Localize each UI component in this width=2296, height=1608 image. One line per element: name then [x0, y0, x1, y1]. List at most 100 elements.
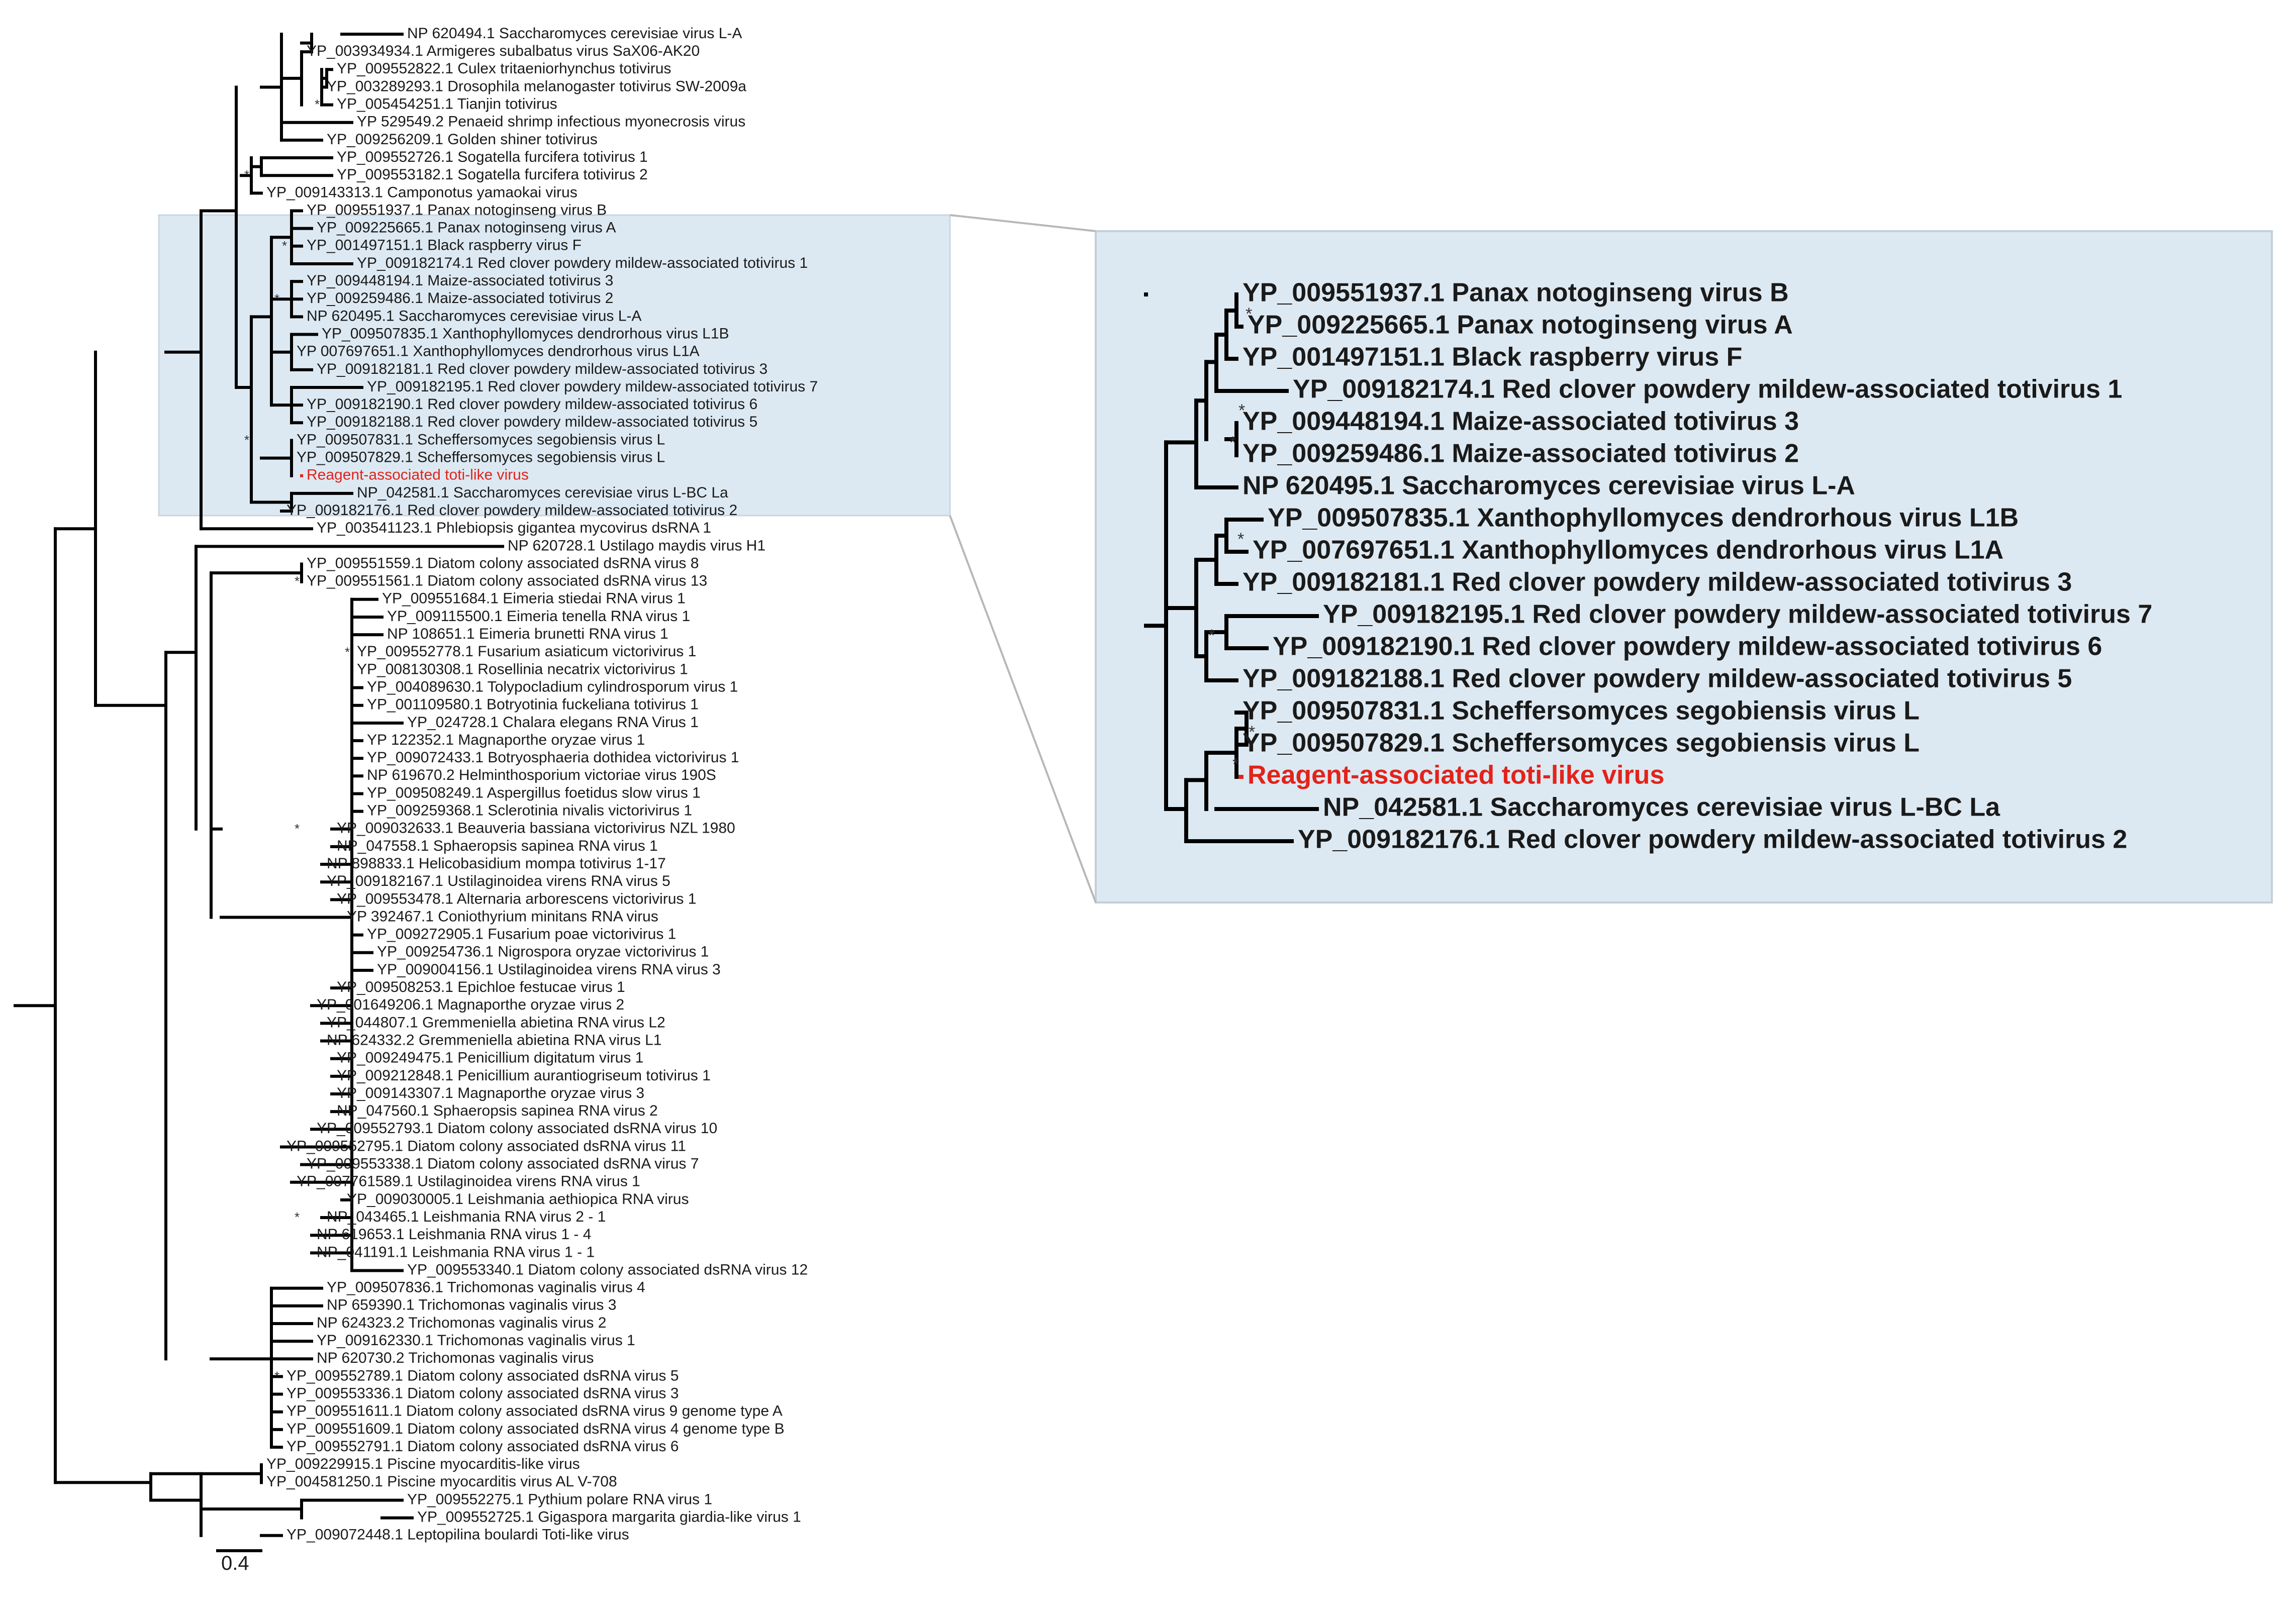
main-tree-leaves: NP 620494.1 Saccharomyces cerevisiae vir…: [266, 25, 818, 1543]
leaf-label: YP_009182188.1 Red clover powdery mildew…: [307, 414, 757, 430]
support-marker: *: [274, 1368, 279, 1383]
leaf-label: YP_009507829.1 Scheffersomyces segobiens…: [297, 449, 665, 466]
inset-leaf-label: YP_009507835.1 Xanthophyllomyces dendror…: [1268, 504, 2019, 533]
inset-leaf-label: YP_009182181.1 Red clover powdery mildew…: [1242, 568, 2072, 597]
leaf-label: YP_009553338.1 Diatom colony associated …: [307, 1156, 699, 1172]
inset-leaf-label: YP_009182190.1 Red clover powdery mildew…: [1273, 632, 2102, 661]
highlighted-inset-leaf-label: Reagent-associated toti-like virus: [1248, 761, 1664, 790]
support-marker: *: [282, 238, 287, 253]
leaf-label: YP_003934934.1 Armigeres subalbatus viru…: [307, 43, 700, 59]
inset-support-marker: *: [1246, 305, 1252, 324]
inset-leaf-label: YP_009182174.1 Red clover powdery mildew…: [1293, 375, 2122, 404]
support-marker: *: [244, 432, 249, 447]
inset-leaf-label: YP_009507831.1 Scheffersomyces segobiens…: [1242, 696, 1920, 726]
leaf-label: YP_009143313.1 Camponotus yamaokai virus: [266, 184, 578, 200]
leaf-label: YP_008130308.1 Rosellinia necatrix victo…: [357, 661, 688, 677]
leaf-label: NP_047560.1 Sphaeropsis sapinea RNA viru…: [337, 1102, 658, 1119]
main-tree-branches: **********: [14, 33, 504, 1537]
leaf-label: YP_009551684.1 Eimeria stiedai RNA virus…: [382, 590, 686, 607]
leaf-label: YP_009551937.1 Panax notoginseng virus B: [307, 202, 607, 218]
support-marker: *: [295, 821, 300, 836]
leaf-label: NP 898833.1 Helicobasidium mompa totivir…: [327, 855, 666, 872]
leaf-label: NP 108651.1 Eimeria brunetti RNA virus 1: [387, 626, 668, 642]
leaf-label: YP_009182190.1 Red clover powdery mildew…: [307, 396, 757, 413]
leaf-label: YP_009552726.1 Sogatella furcifera totiv…: [337, 149, 648, 165]
leaf-label: YP_009552778.1 Fusarium asiaticum victor…: [357, 643, 696, 660]
inset-support-marker: *: [1249, 723, 1255, 742]
inset-leaf-label: NP_042581.1 Saccharomyces cerevisiae vir…: [1323, 793, 2000, 822]
support-marker: *: [274, 291, 279, 306]
leaf-label: YP_009552795.1 Diatom colony associated …: [286, 1138, 686, 1154]
leaf-label: NP 620730.2 Trichomonas vaginalis virus: [317, 1350, 594, 1366]
highlighted-leaf-label: Reagent-associated toti-like virus: [307, 467, 529, 483]
leaf-label: NP 624332.2 Gremmeniella abietina RNA vi…: [327, 1032, 661, 1048]
inset-support-marker: *: [1237, 530, 1244, 549]
inset-support-marker: *: [1232, 755, 1239, 774]
leaf-label: YP_024728.1 Chalara elegans RNA Virus 1: [407, 714, 699, 731]
leaf-label: YP_009182181.1 Red clover powdery mildew…: [317, 361, 768, 377]
leaf-label: YP_004581250.1 Piscine myocarditis virus…: [266, 1473, 617, 1490]
inset-panel: [1095, 230, 2273, 903]
leaf-label: YP_009212848.1 Penicillium aurantiogrise…: [337, 1067, 711, 1084]
leaf-label: YP_009225665.1 Panax notoginseng virus A: [317, 220, 616, 236]
zoom-connector-bottom: [949, 515, 1097, 903]
inset-leaf-label: YP_009448194.1 Maize-associated totiviru…: [1242, 407, 1799, 436]
leaf-label: YP_009254736.1 Nigrospora oryzae victori…: [377, 944, 709, 960]
leaf-label: YP_004089630.1 Tolypocladium cylindrospo…: [367, 678, 738, 695]
scale-bar-label: 0.4: [221, 1552, 249, 1574]
leaf-label: YP_009553336.1 Diatom colony associated …: [286, 1385, 679, 1401]
leaf-label: YP_009256209.1 Golden shiner totivirus: [327, 131, 598, 148]
leaf-label: NP 624323.2 Trichomonas vaginalis virus …: [317, 1315, 606, 1331]
support-marker: *: [345, 644, 350, 659]
leaf-label: YP_009032633.1 Beauveria bassiana victor…: [337, 820, 735, 837]
leaf-label: YP_009448194.1 Maize-associated totiviru…: [307, 272, 613, 289]
leaf-label: YP_009004156.1 Ustilaginoidea virens RNA…: [377, 961, 721, 978]
leaf-label: NP 619670.2 Helminthosporium victoriae v…: [367, 767, 716, 783]
leaf-label: NP 619653.1 Leishmania RNA virus 1 - 4: [317, 1226, 591, 1243]
inset-leaf-label: YP_007697651.1 Xanthophyllomyces dendror…: [1253, 536, 2003, 565]
leaf-label: YP_009072448.1 Leptopilina boulardi Toti…: [286, 1527, 629, 1543]
leaf-label: YP_009182195.1 Red clover powdery mildew…: [367, 378, 818, 395]
leaf-label: YP_009507836.1 Trichomonas vaginalis vir…: [327, 1279, 645, 1296]
inset-leaf-label: YP_009182188.1 Red clover powdery mildew…: [1242, 664, 2072, 693]
inset-leaf-label: YP_009182195.1 Red clover powdery mildew…: [1323, 600, 2152, 629]
inset-leaf-label: YP_009225665.1 Panax notoginseng virus A: [1248, 311, 1793, 340]
leaf-label: YP_009182174.1 Red clover powdery mildew…: [357, 255, 808, 271]
leaf-label: YP 122352.1 Magnaporthe oryzae virus 1: [367, 732, 645, 748]
leaf-label: YP_009552791.1 Diatom colony associated …: [286, 1438, 679, 1455]
zoom-connector-top: [949, 214, 1096, 232]
inset-tree-branches: *******: [1144, 292, 1319, 843]
leaf-label: YP_009115500.1 Eimeria tenella RNA virus…: [387, 608, 690, 625]
leaf-label: YP_009551611.1 Diatom colony associated …: [286, 1403, 783, 1420]
leaf-label: YP_009551559.1 Diatom colony associated …: [307, 555, 699, 571]
support-marker: *: [295, 574, 300, 589]
leaf-label: YP_009553340.1 Diatom colony associated …: [407, 1261, 808, 1278]
support-marker: *: [315, 97, 320, 112]
leaf-label: YP_009551561.1 Diatom colony associated …: [307, 573, 707, 589]
leaf-label: YP_009229915.1 Piscine myocarditis-like …: [266, 1456, 580, 1472]
leaf-label: YP_044807.1 Gremmeniella abietina RNA vi…: [327, 1014, 665, 1031]
leaf-label: YP_007761589.1 Ustilaginoidea virens RNA…: [297, 1173, 640, 1190]
leaf-label: NP 620495.1 Saccharomyces cerevisiae vir…: [307, 308, 641, 324]
inset-leaf-label: NP 620495.1 Saccharomyces cerevisiae vir…: [1242, 471, 1855, 500]
leaf-label: YP_001497151.1 Black raspberry virus F: [307, 237, 582, 254]
leaf-label: YP_009552789.1 Diatom colony associated …: [286, 1367, 679, 1384]
leaf-label: YP_009553182.1 Sogatella furcifera totiv…: [337, 166, 648, 183]
inset-leaf-label: YP_009259486.1 Maize-associated totiviru…: [1242, 439, 1799, 468]
inset-support-marker: *: [1208, 626, 1215, 645]
inset-leaf-label: YP_009507829.1 Scheffersomyces segobiens…: [1242, 729, 1920, 758]
leaf-label: YP_003541123.1 Phlebiopsis gigantea myco…: [317, 520, 711, 536]
support-marker: *: [295, 1210, 300, 1225]
leaf-label: YP_009162330.1 Trichomonas vaginalis vir…: [317, 1332, 635, 1349]
leaf-label: YP_009259368.1 Sclerotinia nivalis victo…: [367, 802, 692, 819]
leaf-label: YP_009030005.1 Leishmania aethiopica RNA…: [347, 1191, 689, 1208]
leaf-label: NP_042581.1 Saccharomyces cerevisiae vir…: [357, 484, 728, 501]
leaf-label: YP_009507835.1 Xanthophyllomyces dendror…: [322, 325, 729, 342]
inset-leaf-label: YP_009551937.1 Panax notoginseng virus B: [1242, 278, 1789, 308]
leaf-label: YP_009508249.1 Aspergillus foetidus slow…: [367, 784, 701, 801]
leaf-label: YP_009182167.1 Ustilaginoidea virens RNA…: [327, 873, 671, 889]
leaf-label: YP_001649206.1 Magnaporthe oryzae virus …: [317, 996, 624, 1013]
leaf-label: YP_005454251.1 Tianjin totivirus: [337, 96, 557, 113]
